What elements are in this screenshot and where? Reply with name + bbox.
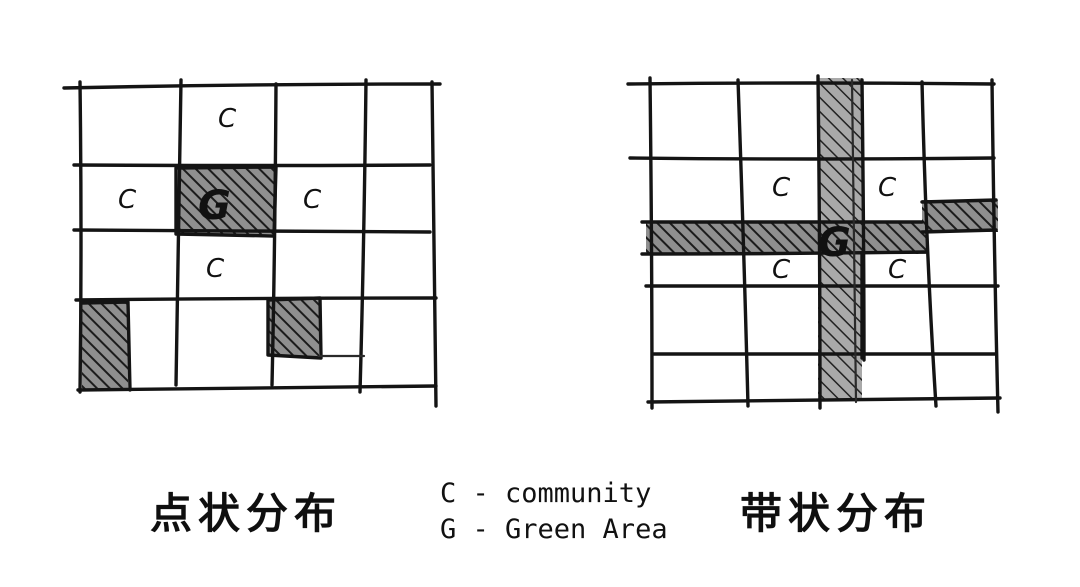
green-label-crossing: G (818, 220, 851, 266)
community-label-top-right: C (878, 173, 897, 203)
green-patch-bottom-left (82, 303, 128, 389)
grid-lines (626, 74, 1002, 414)
green-strip-horizontal (646, 222, 926, 254)
green-strip-outlines (850, 78, 998, 404)
green-patch-bottom-mid (269, 300, 319, 356)
community-label-top-left: C (772, 173, 791, 203)
green-strips (646, 78, 998, 400)
caption-strip-distribution: 带状分布 (740, 489, 933, 538)
community-label-right: C (303, 185, 322, 215)
strip-distribution-diagram: C C C C G (626, 74, 1002, 414)
green-strip-stub-right (922, 200, 998, 232)
grid-lines (62, 78, 442, 408)
caption-point-distribution: 点状分布 (150, 489, 343, 538)
community-label-bottom-left: C (772, 255, 791, 285)
legend-green-area: G - Green Area (440, 514, 668, 545)
community-label-bottom-right: C (888, 255, 907, 285)
green-patch-outlines (80, 165, 366, 392)
green-patch-center (178, 168, 274, 234)
green-patches (82, 168, 319, 389)
green-label-center: G (198, 183, 231, 229)
legend-community: C - community (440, 478, 652, 509)
community-label-top: C (218, 104, 237, 134)
community-label-bottom: C (206, 254, 225, 284)
community-label-left: C (118, 185, 137, 215)
legend: C - community G - Green Area (440, 476, 668, 548)
point-distribution-diagram: C C C C G (62, 78, 442, 408)
